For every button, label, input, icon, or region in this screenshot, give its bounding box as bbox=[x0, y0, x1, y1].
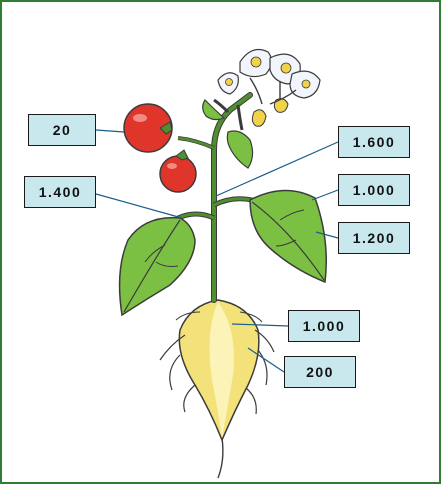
label-fruit: 20 bbox=[28, 114, 96, 146]
flower-cluster bbox=[218, 50, 320, 127]
label-leaf-right-upper: 1.000 bbox=[338, 174, 410, 206]
fruit-cluster bbox=[124, 104, 196, 192]
label-root-outer: 200 bbox=[284, 356, 356, 388]
leaf-left bbox=[120, 218, 195, 315]
label-leaf-right-lower: 1.200 bbox=[338, 222, 410, 254]
root-system bbox=[160, 300, 274, 478]
leaf-right bbox=[250, 190, 326, 282]
label-leaf-left: 1.400 bbox=[24, 176, 96, 208]
label-root-core: 1.000 bbox=[288, 310, 360, 342]
stem bbox=[178, 95, 252, 300]
label-stem: 1.600 bbox=[338, 126, 410, 158]
